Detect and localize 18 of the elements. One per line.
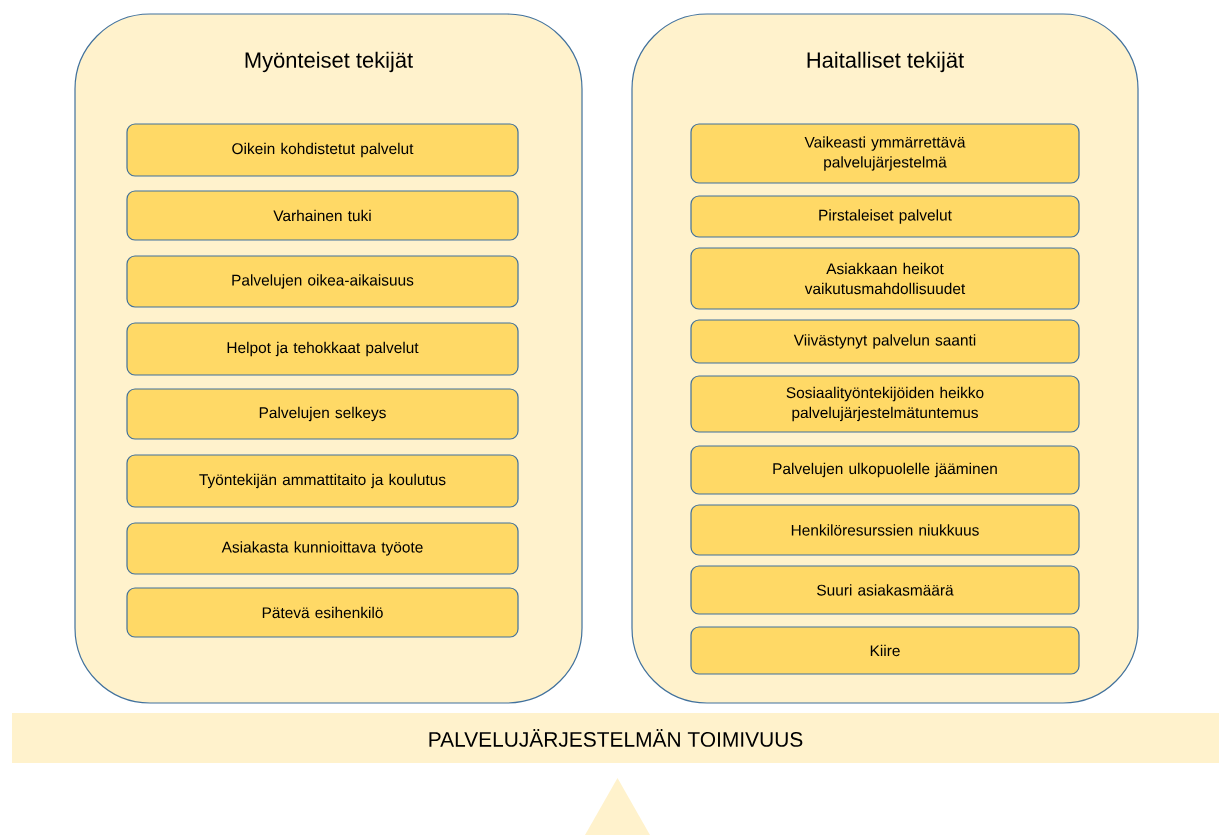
factor-box: Vaikeasti ymmärrettävä palvelujärjestelmä (690, 123, 1080, 184)
factor-box: Viivästynyt palvelun saanti (690, 319, 1080, 364)
factor-box: Palvelujen ulkopuolelle jääminen (690, 445, 1080, 495)
factor-box: Suuri asiakasmäärä (690, 565, 1080, 615)
factor-box: Varhainen tuki (126, 190, 519, 241)
factor-box: Palvelujen selkeys (126, 388, 519, 440)
factor-box: Sosiaalityöntekijöiden heikko palvelujärjestelmätuntemus (690, 375, 1080, 433)
factor-box: Pirstaleiset palvelut (690, 195, 1080, 238)
factor-box: Asiakkaan heikot vaikutusmahdollisuudet (690, 247, 1080, 310)
factor-box: Kiire (690, 626, 1080, 675)
factor-box: Työntekijän ammattitaito ja koulutus (126, 454, 519, 508)
balance-beam: PALVELUJÄRJESTELMÄN TOIMIVUUS (12, 713, 1219, 763)
factor-box: Helpot ja tehokkaat palvelut (126, 322, 519, 376)
factor-box: Pätevä esihenkilö (126, 587, 519, 638)
factor-box: Oikein kohdistetut palvelut (126, 123, 519, 177)
factor-box: Asiakasta kunnioittava työote (126, 522, 519, 575)
factor-box: Henkilöresurssien niukkuus (690, 504, 1080, 556)
factor-box: Palvelujen oikea-aikaisuus (126, 255, 519, 308)
